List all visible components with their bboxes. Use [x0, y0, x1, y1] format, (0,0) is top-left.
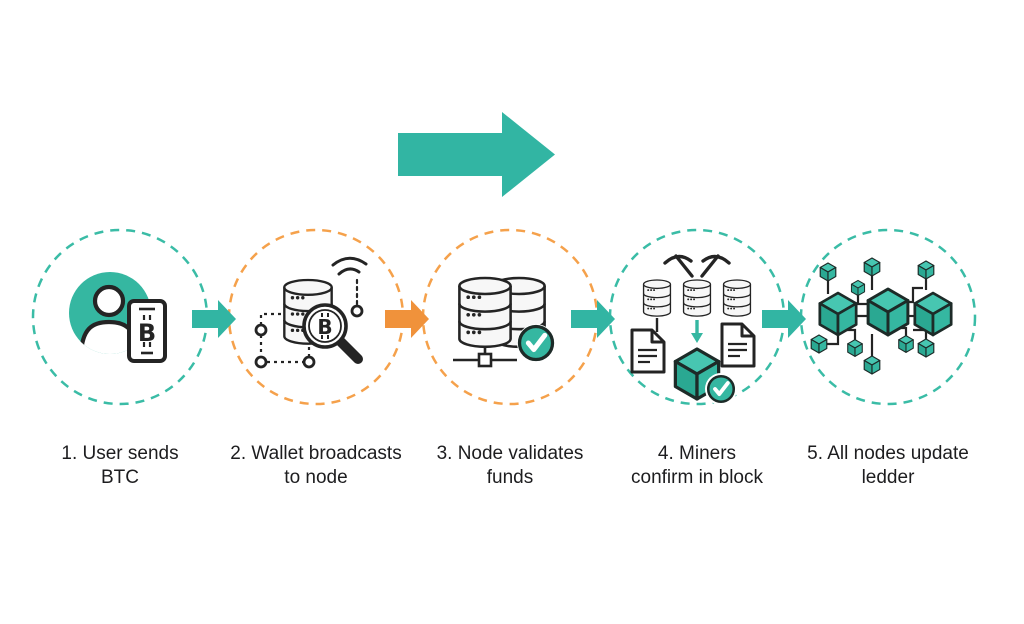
- wifi-signal-icon: [331, 256, 368, 306]
- step-5-label: 5. All nodes update ledder: [807, 443, 969, 488]
- network-nodes-icon: [259, 312, 311, 364]
- step-3-circle: [421, 228, 599, 406]
- network-link-icon: [453, 347, 517, 368]
- svg-text:B: B: [317, 315, 332, 339]
- step-connector-arrow-1: [192, 300, 236, 338]
- user-sends-btc-icon: B: [69, 272, 167, 363]
- step-4-label: 4. Miners confirm in block: [631, 443, 763, 488]
- btc-symbol-icon: B: [317, 313, 333, 339]
- node-row-icon: [642, 279, 752, 317]
- flow-arrow-shape: [398, 112, 555, 197]
- node-validates-icon: [453, 276, 555, 368]
- miners-confirm-icon: [630, 254, 756, 405]
- step-3-label: 3. Node validates funds: [436, 443, 584, 488]
- network-links: [826, 273, 928, 358]
- magnifier-icon: B: [302, 303, 363, 364]
- step-1-label: 1. User sends BTC: [61, 443, 179, 488]
- document-icon: [720, 322, 756, 368]
- step-connector-arrow-3: [571, 300, 615, 338]
- step-2-circle: B: [227, 228, 405, 406]
- document-icon: [630, 328, 666, 374]
- check-badge-icon: [520, 327, 553, 360]
- step-2-label: 2. Wallet broadcasts to node: [230, 443, 402, 488]
- step-connector-arrow-2: [385, 300, 429, 338]
- step-connector-arrow-4: [762, 300, 806, 338]
- step-5-circle: [799, 228, 977, 406]
- phone-icon: B: [127, 299, 167, 363]
- check-badge-icon: [706, 374, 736, 404]
- blockchain-network-icon: [810, 257, 953, 375]
- svg-text:B: B: [138, 319, 156, 347]
- btc-symbol-icon: B: [138, 315, 156, 347]
- step-1-circle: B: [31, 228, 209, 406]
- pickaxe-icon: [700, 254, 731, 278]
- wallet-broadcast-icon: B: [254, 256, 368, 369]
- down-arrow-icon: [691, 320, 703, 343]
- flow-arrow-icon: [398, 112, 555, 197]
- pickaxe-icon: [663, 254, 694, 278]
